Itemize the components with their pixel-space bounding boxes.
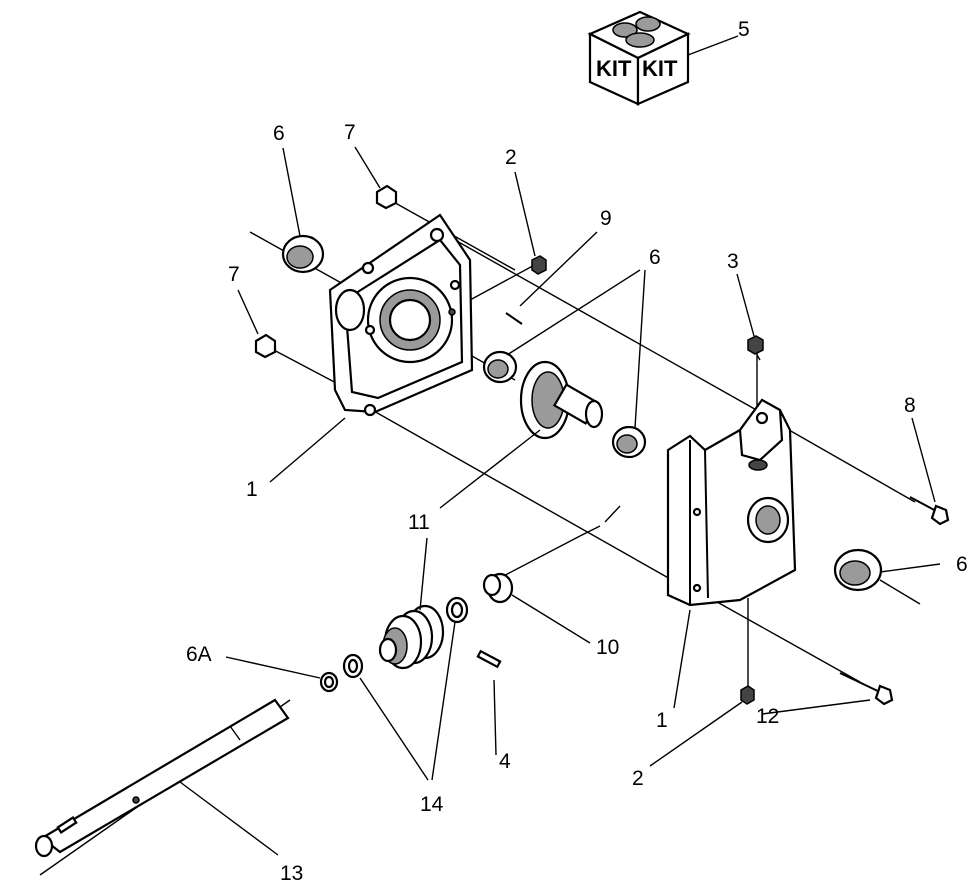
worm-gear-part-14 <box>378 604 445 670</box>
left-housing-plate-part-1 <box>328 213 474 417</box>
callout-2-top: 2 <box>505 146 517 169</box>
seal-ring-right-part-6 <box>833 548 883 592</box>
right-housing-part-1 <box>666 398 797 607</box>
set-screw-part-2-top <box>531 255 547 275</box>
washer-part-14-b <box>342 653 364 679</box>
callout-6-middle: 6 <box>649 246 661 269</box>
seal-ring-mid1-part-6 <box>482 350 518 384</box>
seal-ring-mid2-part-6 <box>611 425 647 459</box>
bolt-part-12 <box>839 672 894 706</box>
callout-10: 10 <box>596 636 619 659</box>
washer-part-6a <box>319 671 339 693</box>
callout-9: 9 <box>600 207 612 230</box>
callout-8: 8 <box>904 394 916 417</box>
callout-14: 14 <box>420 793 444 816</box>
callout-labels: 5 6 7 2 9 6 3 7 8 1 11 6 10 6A 1 12 4 2 … <box>186 18 968 885</box>
bolt-part-8 <box>909 496 950 526</box>
kit-box-part-5: KIT KIT <box>587 10 691 106</box>
shaft-part-13 <box>34 698 290 858</box>
bearing-part-10 <box>482 572 514 604</box>
callout-4: 4 <box>499 750 511 773</box>
pin-part-9 <box>505 312 523 325</box>
callout-11: 11 <box>408 511 430 534</box>
callout-1-right: 1 <box>656 709 668 732</box>
nut-part-7-left <box>254 333 277 359</box>
callout-6a: 6A <box>186 643 212 666</box>
callout-12: 12 <box>756 705 779 728</box>
bevel-gear-part-11 <box>519 360 604 440</box>
callout-7-top: 7 <box>344 121 356 144</box>
callout-leaders <box>179 35 941 856</box>
nut-part-7-top <box>375 184 398 210</box>
set-screw-part-2-bottom <box>740 685 755 705</box>
callout-2-bottom: 2 <box>632 767 644 790</box>
callout-13: 13 <box>280 862 303 885</box>
washer-part-14-a <box>445 596 469 624</box>
kit-label-right: KIT <box>642 56 678 81</box>
callout-3: 3 <box>727 250 739 273</box>
callout-6-top-left: 6 <box>273 122 285 145</box>
callout-6-right: 6 <box>956 553 968 576</box>
seal-ring-left-part-6 <box>281 234 325 274</box>
callout-1-left: 1 <box>246 478 258 501</box>
grease-fitting-part-3 <box>747 335 764 355</box>
callout-5: 5 <box>738 18 750 41</box>
kit-label-left: KIT <box>596 56 632 81</box>
key-part-4 <box>476 649 502 669</box>
callout-7-left: 7 <box>228 263 240 286</box>
